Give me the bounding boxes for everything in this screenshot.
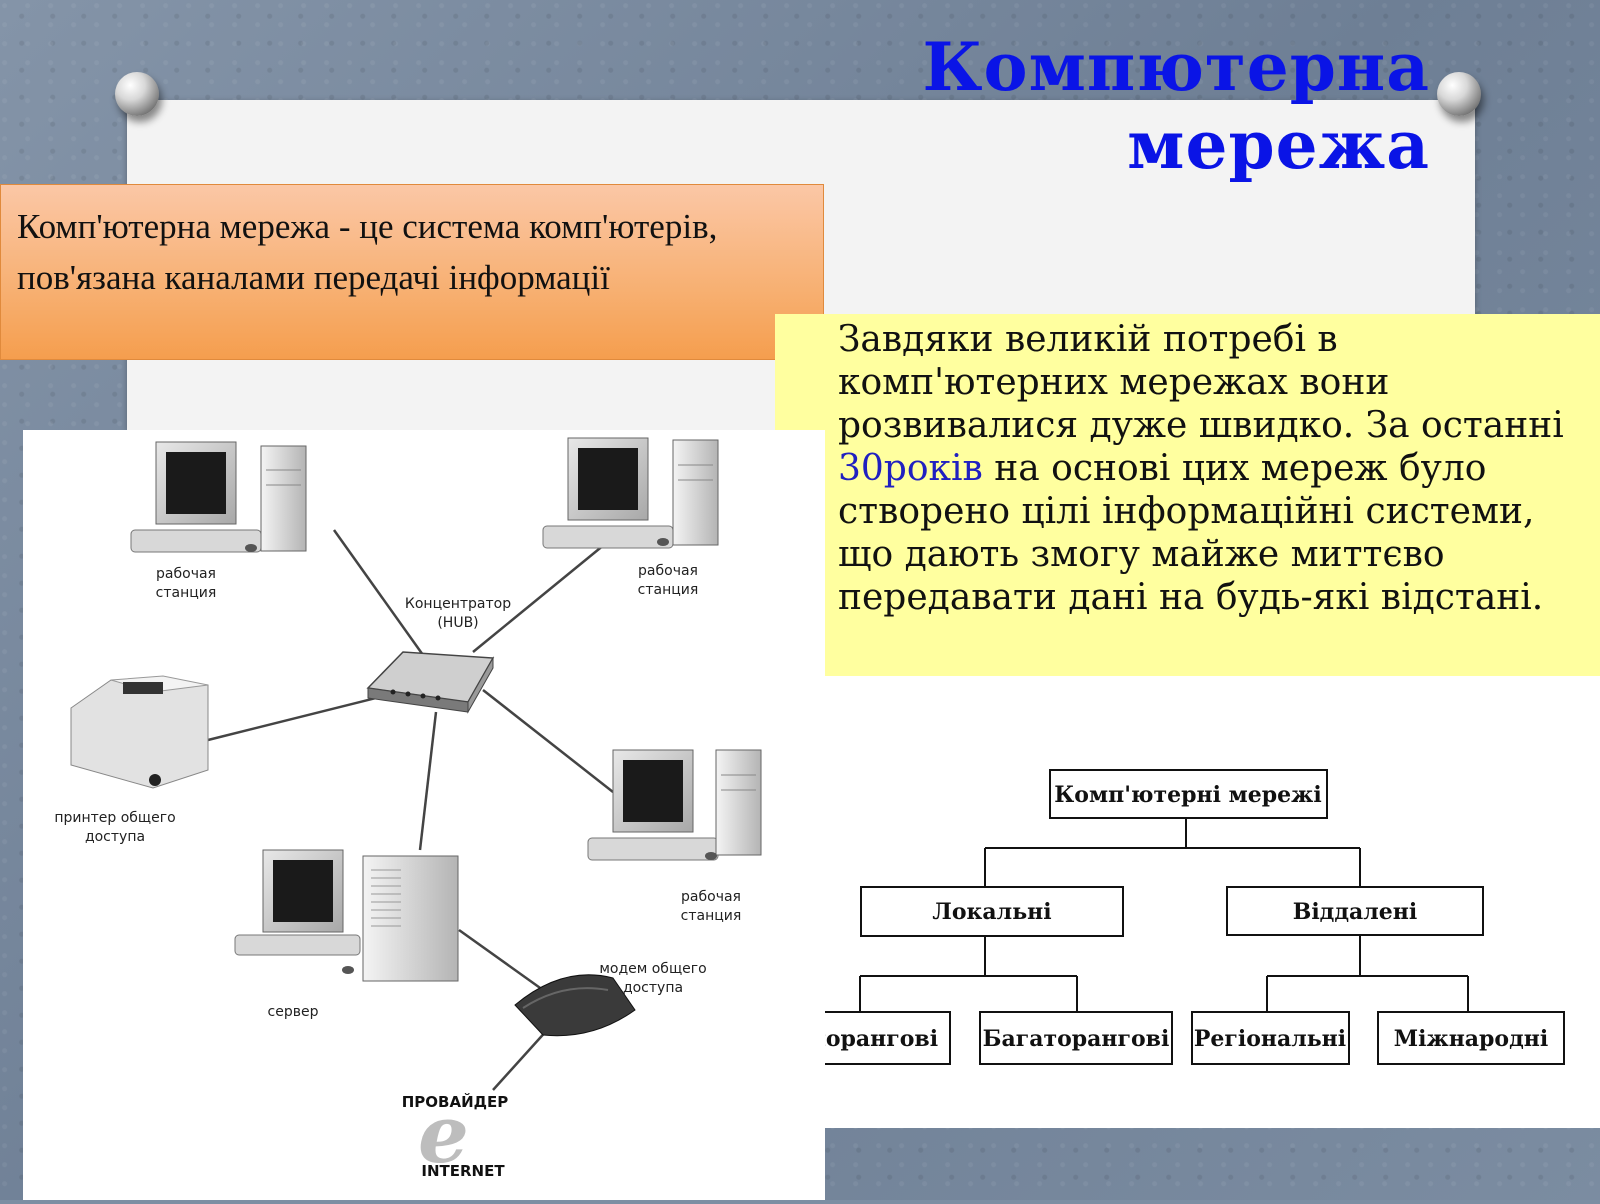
workstation-top-left [130,441,307,553]
workstation-right [587,749,762,861]
tree-local-label: Локальні [932,899,1051,925]
description-part-1: Завдяки великій потребі в комп'ютерних м… [838,319,1564,446]
printer-label: принтер общего [54,810,175,826]
description-part-2: на основі цих мереж було створено цілі і… [838,448,1544,618]
svg-text:e: e [418,1087,469,1181]
tree-node-international [1377,1011,1565,1065]
printer-device [70,675,209,789]
internet-label: INTERNET [421,1162,505,1180]
server-label: сервер [268,1004,319,1020]
tree-international-label: Міжнародні [1394,1026,1548,1052]
hub-label: Концентратор [405,596,511,612]
network-diagram-svg: e рабочая станция Концентратор (HUB) раб… [54,437,762,1181]
workstation-label: станция [156,585,217,601]
provider-label: ПРОВАЙДЕР [402,1092,509,1111]
internet-e-icon: e [418,1087,469,1181]
hub-device [366,651,495,714]
network-diagram: e рабочая станция Концентратор (HUB) раб… [23,430,825,1200]
tree-root-label: Комп'ютерні мережі [1054,782,1321,808]
tree-node-root [1049,769,1328,819]
tree-node-remote [1226,886,1484,936]
slide-title: Компютерна мережа [922,28,1430,184]
tree-regional-label: Регіональні [1194,1026,1346,1052]
tree-single-rank-label: Однорангові [825,1026,938,1052]
tree-multi-rank-label: Багаторангові [983,1026,1170,1052]
tree-node-local [860,886,1124,937]
tree-remote-label: Віддалені [1293,899,1418,925]
description-box [775,314,1600,676]
workstation-label: станция [681,908,742,924]
modem-label: доступа [623,980,683,996]
server-device [234,849,459,982]
definition-text: Комп'ютерна мережа - це система комп'юте… [17,207,718,297]
modem-label: модем общего [599,961,706,977]
workstation-label: рабочая [156,566,216,582]
workstation-label: станция [638,582,699,598]
tree-node-regional [1191,1011,1350,1065]
definition-box: Комп'ютерна мережа - це система комп'юте… [0,184,824,360]
hub-label: (HUB) [437,615,478,631]
workstation-label: рабочая [638,563,698,579]
pushpin-icon [1437,72,1481,116]
tree-connectors [859,818,1469,1011]
workstation-top-right [542,437,719,549]
tree-node-multi-rank [979,1011,1173,1065]
printer-label: доступа [85,829,145,845]
pushpin-icon [115,72,159,116]
modem-device [514,974,636,1037]
workstation-label: рабочая [681,889,741,905]
network-classification-panel: Комп'ютерні мережі Локальні Віддалені Од… [764,676,1600,1128]
classification-tree: Комп'ютерні мережі Локальні Віддалені Од… [764,769,1565,1065]
description-text: Завдяки великій потребі в комп'ютерних м… [838,318,1578,619]
description-highlight: 30років [838,448,983,489]
